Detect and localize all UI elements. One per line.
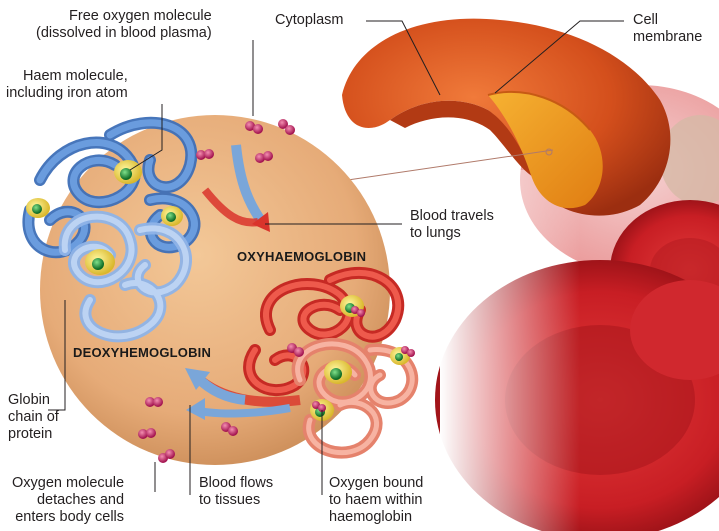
title-oxyhaemoglobin: OXYHAEMOGLOBIN	[237, 248, 366, 265]
title-deoxyhemoglobin: DEOXYHEMOGLOBIN	[73, 344, 211, 361]
label-free-oxygen: Free oxygen molecule (dissolved in blood…	[36, 8, 212, 42]
label-cell-membrane: Cell membrane	[633, 12, 702, 46]
label-blood-travels-lungs: Blood travels to lungs	[410, 208, 494, 242]
label-oxygen-detaches: Oxygen molecule detaches and enters body…	[12, 475, 124, 526]
label-oxygen-bound: Oxygen bound to haem within haemoglobin	[329, 475, 423, 526]
label-cytoplasm: Cytoplasm	[275, 12, 344, 29]
label-globin-chain: Globin chain of protein	[8, 392, 59, 443]
label-blood-flows-tissues: Blood flows to tissues	[199, 475, 273, 509]
label-haem-molecule: Haem molecule, including iron atom	[6, 68, 128, 102]
